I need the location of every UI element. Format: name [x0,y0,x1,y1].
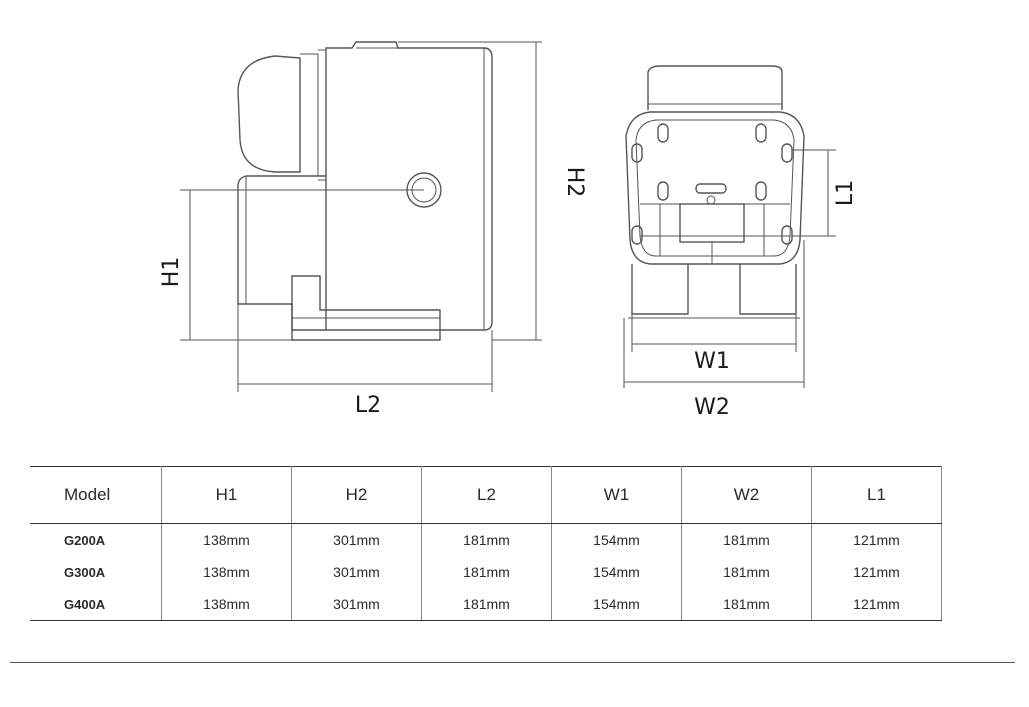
cell-h1: 138mm [161,588,292,621]
front-center-hole [706,195,716,205]
front-slot-ml [657,181,669,201]
front-right-foot [739,264,797,315]
w1-label: W1 [694,349,730,374]
header-model: Model [30,466,162,524]
cell-l1: 121mm [811,523,942,556]
dimension-drawing: H1 H2 L2 [159,41,858,420]
front-left-foot [631,264,689,315]
l1-label: L1 [833,180,858,206]
side-lower-housing [237,175,326,331]
cell-h2: 301mm [291,588,422,621]
side-rear-cap [237,55,301,173]
cell-model: G300A [30,556,162,588]
side-main-body [325,41,493,331]
table-row: G400A 138mm 301mm 181mm 154mm 181mm 121m… [30,588,942,621]
cell-h1: 138mm [161,523,292,556]
header-h2: H2 [291,466,422,524]
cell-h1: 138mm [161,556,292,588]
front-center-emblem [695,183,727,194]
cell-w2: 181mm [681,588,812,621]
l2-label: L2 [355,393,381,418]
w2-label: W2 [694,395,730,420]
header-w2: W2 [681,466,812,524]
spec-table: Model H1 H2 L2 W1 W2 L1 G200A 138mm 301m… [30,466,942,621]
cell-model: G200A [30,523,162,556]
cell-l2: 181mm [421,556,552,588]
front-top-cap [647,65,783,110]
front-view: W1 W2 L1 [623,65,858,420]
page-divider [10,662,1015,663]
cell-h2: 301mm [291,523,422,556]
front-slot-tr [755,123,767,143]
side-cap-ring [300,53,319,177]
front-slot-br [781,225,793,245]
cell-model: G400A [30,588,162,621]
side-cap-ring-inner [318,49,327,181]
cell-w2: 181mm [681,523,812,556]
table-row: G300A 138mm 301mm 181mm 154mm 181mm 121m… [30,556,942,588]
front-slot-mr [755,181,767,201]
spec-header-row: Model H1 H2 L2 W1 W2 L1 [30,466,942,524]
h2-label: H2 [562,167,587,198]
front-slot-tl [657,123,669,143]
side-view: H1 H2 L2 [159,41,587,418]
header-w1: W1 [551,466,682,524]
header-l1: L1 [811,466,942,524]
h1-label: H1 [159,257,184,288]
front-plate-inner [635,119,795,257]
table-row: G200A 138mm 301mm 181mm 154mm 181mm 121m… [30,523,942,556]
header-l2: L2 [421,466,552,524]
cell-w1: 154mm [551,523,682,556]
cell-w2: 181mm [681,556,812,588]
front-slot-or [781,143,793,163]
cell-w1: 154mm [551,588,682,621]
header-h1: H1 [161,466,292,524]
cell-l2: 181mm [421,523,552,556]
cell-w1: 154mm [551,556,682,588]
front-slot-ol [631,143,643,163]
cell-l1: 121mm [811,556,942,588]
cell-l1: 121mm [811,588,942,621]
front-slot-bl [631,225,643,245]
front-back-plate [625,111,805,265]
cell-h2: 301mm [291,556,422,588]
cell-l2: 181mm [421,588,552,621]
